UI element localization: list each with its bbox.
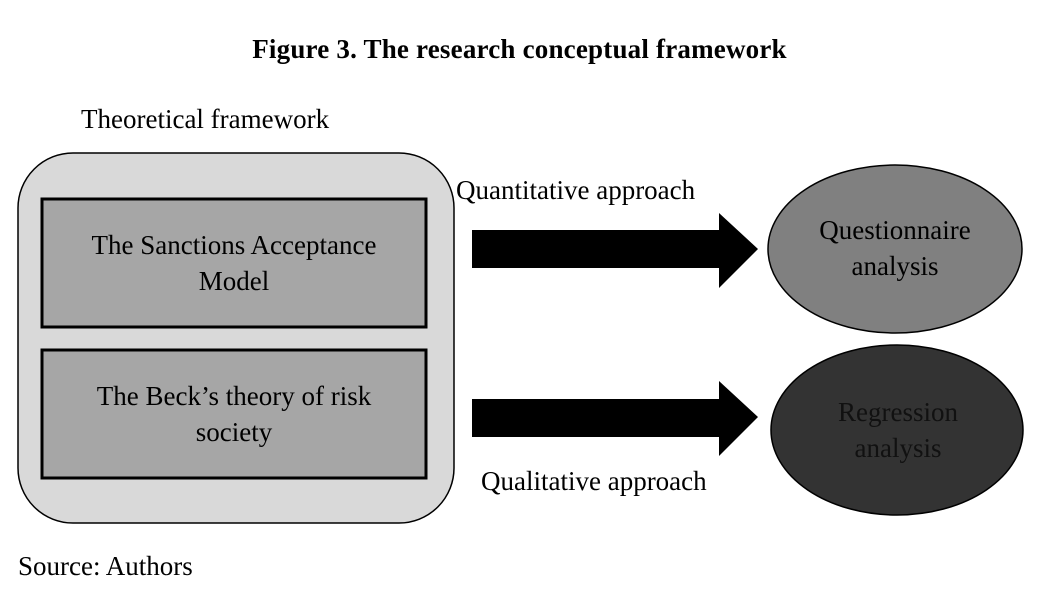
box-text-line: The Beck’s theory of risk <box>96 381 372 411</box>
ellipse-text-line: analysis <box>854 433 942 463</box>
ellipse-text-line: analysis <box>851 251 939 281</box>
beck-risk-society-text: The Beck’s theory of risk society <box>42 378 426 450</box>
box-text-line: The Sanctions Acceptance <box>91 230 377 260</box>
box-text-line: Model <box>198 266 270 296</box>
box-text-line: society <box>195 417 273 447</box>
sanctions-acceptance-model-text: The Sanctions Acceptance Model <box>42 227 426 299</box>
regression-analysis-text: Regression analysis <box>771 394 1025 466</box>
qualitative-approach-label: Qualitative approach <box>481 466 707 496</box>
ellipse-text-line: Questionnaire <box>819 215 971 245</box>
figure-title: Figure 3. The research conceptual framew… <box>252 34 787 64</box>
questionnaire-analysis-text: Questionnaire analysis <box>768 212 1022 284</box>
sanctions-acceptance-model-box <box>40 197 428 329</box>
quantitative-arrow-icon <box>472 213 758 288</box>
regression-analysis-ellipse <box>770 344 1024 516</box>
qualitative-arrow-icon <box>472 381 758 456</box>
beck-risk-society-box <box>40 348 428 480</box>
ellipse-text-line: Regression <box>838 397 958 427</box>
source-note: Source: Authors <box>18 551 193 581</box>
theoretical-framework-label: Theoretical framework <box>81 104 330 134</box>
quantitative-approach-label: Quantitative approach <box>456 175 696 205</box>
questionnaire-analysis-ellipse <box>767 164 1023 334</box>
